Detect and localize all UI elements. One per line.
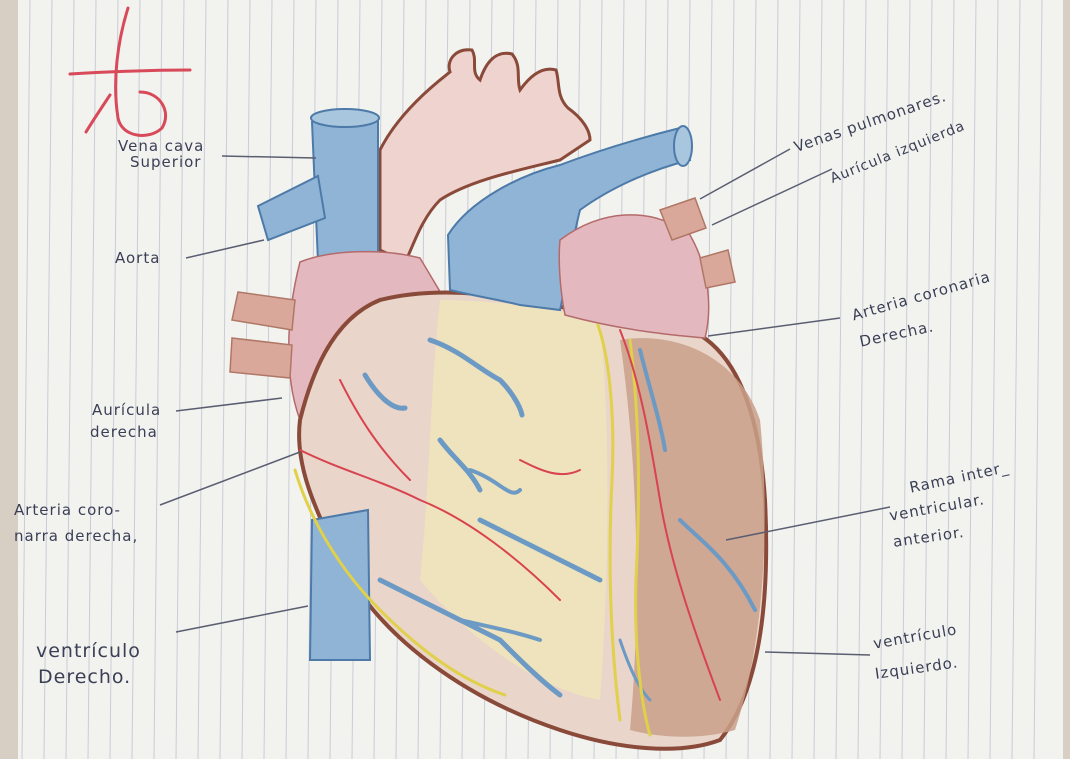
grid-line bbox=[176, 0, 184, 759]
grid-line bbox=[220, 0, 228, 759]
label-arteria-coronaria-der-line2: narra derecha, bbox=[14, 528, 138, 544]
side-vein-left bbox=[258, 176, 325, 240]
label-auricula-derecha-line2: derecha bbox=[90, 424, 158, 440]
pulmonary-opening bbox=[674, 126, 692, 166]
label-ventriculo-derecho-line1: ventrículo bbox=[36, 640, 141, 662]
grid-line bbox=[792, 0, 800, 759]
grid-line bbox=[264, 0, 272, 759]
grid-line bbox=[946, 0, 954, 759]
grid-line bbox=[836, 0, 844, 759]
grid-line bbox=[990, 0, 998, 759]
vena-cava-inferior bbox=[310, 510, 370, 660]
grid-line bbox=[770, 0, 778, 759]
label-vena-cava-line1: Vena cava bbox=[118, 138, 204, 154]
grid-line bbox=[968, 0, 976, 759]
label-auricula-derecha-line1: Aurícula bbox=[92, 402, 161, 418]
vena-cava-superior bbox=[312, 112, 378, 262]
page-mark-icon bbox=[70, 8, 190, 135]
pulmonary-vein-stub bbox=[700, 250, 735, 288]
grid-line bbox=[1012, 0, 1020, 759]
grid-line bbox=[924, 0, 932, 759]
grid-line bbox=[198, 0, 206, 759]
grid-line bbox=[154, 0, 162, 759]
pulmonary-vein-stub bbox=[230, 338, 292, 378]
grid-line bbox=[1034, 0, 1042, 759]
pulmonary-vein-stub bbox=[232, 292, 295, 330]
vena-cava-opening bbox=[311, 109, 379, 127]
label-aorta: Aorta bbox=[115, 250, 160, 266]
grid-line bbox=[814, 0, 822, 759]
label-ventriculo-derecho-line2: Derecho. bbox=[38, 666, 131, 688]
grid-line bbox=[22, 0, 30, 759]
grid-line bbox=[242, 0, 250, 759]
label-vena-cava-line2: Superior bbox=[130, 154, 201, 170]
label-arteria-coronaria-der-line1: Arteria coro- bbox=[14, 502, 121, 518]
